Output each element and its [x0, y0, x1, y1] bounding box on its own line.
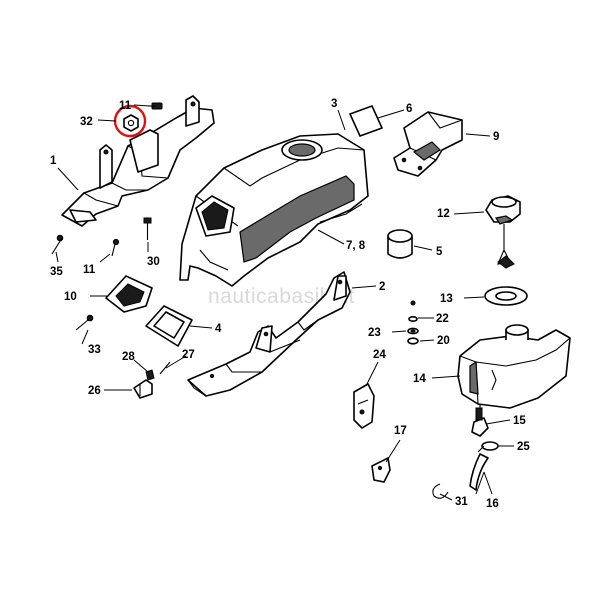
callout-15: 15 — [513, 415, 526, 427]
part-10-grille — [105, 275, 153, 313]
part-2-lower-cowl — [187, 271, 351, 397]
part-1-cowl-bracket — [61, 95, 215, 227]
callout-20: 20 — [437, 335, 450, 347]
callout-32: 32 — [80, 116, 93, 128]
part-26-clip — [133, 379, 153, 399]
callout-28: 28 — [122, 351, 135, 363]
callout-23: 23 — [368, 327, 381, 339]
callout-11-left: 11 — [83, 264, 96, 276]
screw-35 — [51, 234, 64, 255]
callout-5: 5 — [436, 246, 443, 258]
callout-10: 10 — [64, 291, 77, 303]
callout-3: 3 — [331, 98, 337, 110]
screw-30 — [143, 217, 152, 240]
callout-7-8: 7, 8 — [346, 240, 366, 252]
callout-33: 33 — [88, 344, 101, 356]
callout-17: 17 — [394, 425, 407, 437]
part-25-clamp — [477, 441, 499, 453]
part-24-latch — [353, 383, 375, 429]
part-14-fuel-tank — [457, 324, 571, 409]
callout-25: 25 — [517, 441, 530, 453]
callout-31: 31 — [455, 496, 468, 508]
callout-12: 12 — [437, 208, 450, 220]
callout-30: 30 — [147, 256, 160, 268]
part-5-grommet — [387, 229, 413, 259]
callout-14: 14 — [413, 373, 426, 385]
part-12-fuel-cap — [485, 195, 521, 269]
callout-16: 16 — [486, 498, 499, 510]
callout-24: 24 — [373, 349, 386, 361]
leader-lines — [55, 104, 514, 501]
part-13-ring — [484, 286, 528, 306]
callout-13: 13 — [440, 293, 453, 305]
callout-22: 22 — [436, 313, 449, 325]
fastener-stack — [407, 300, 419, 345]
part-27-rod — [159, 361, 171, 375]
callout-27: 27 — [182, 349, 195, 361]
callout-6: 6 — [406, 103, 412, 115]
part-31-clip-ring — [432, 483, 449, 499]
part-7-8-engine-cowl — [179, 133, 369, 287]
callout-labels: 1 32 11 3 6 9 12 7, 8 5 2 13 22 23 20 24… — [50, 98, 530, 510]
part-16-hose — [469, 453, 489, 491]
part-15-fitting — [471, 404, 489, 437]
callout-2: 2 — [379, 281, 385, 293]
callout-1: 1 — [50, 155, 57, 167]
part-28-pin — [145, 369, 155, 381]
callout-26: 26 — [88, 385, 101, 397]
part-17-bracket — [371, 457, 391, 483]
part-6-plate — [349, 105, 383, 137]
callout-35: 35 — [50, 266, 63, 278]
screw-33 — [75, 314, 94, 331]
screw-11-left — [111, 238, 120, 257]
callout-11-top: 11 — [119, 100, 132, 112]
callout-9: 9 — [493, 131, 499, 143]
screw-11-top — [148, 102, 163, 110]
part-9-hinge-plate — [393, 111, 463, 177]
part-4-gasket — [145, 305, 193, 347]
callout-4: 4 — [215, 323, 222, 335]
